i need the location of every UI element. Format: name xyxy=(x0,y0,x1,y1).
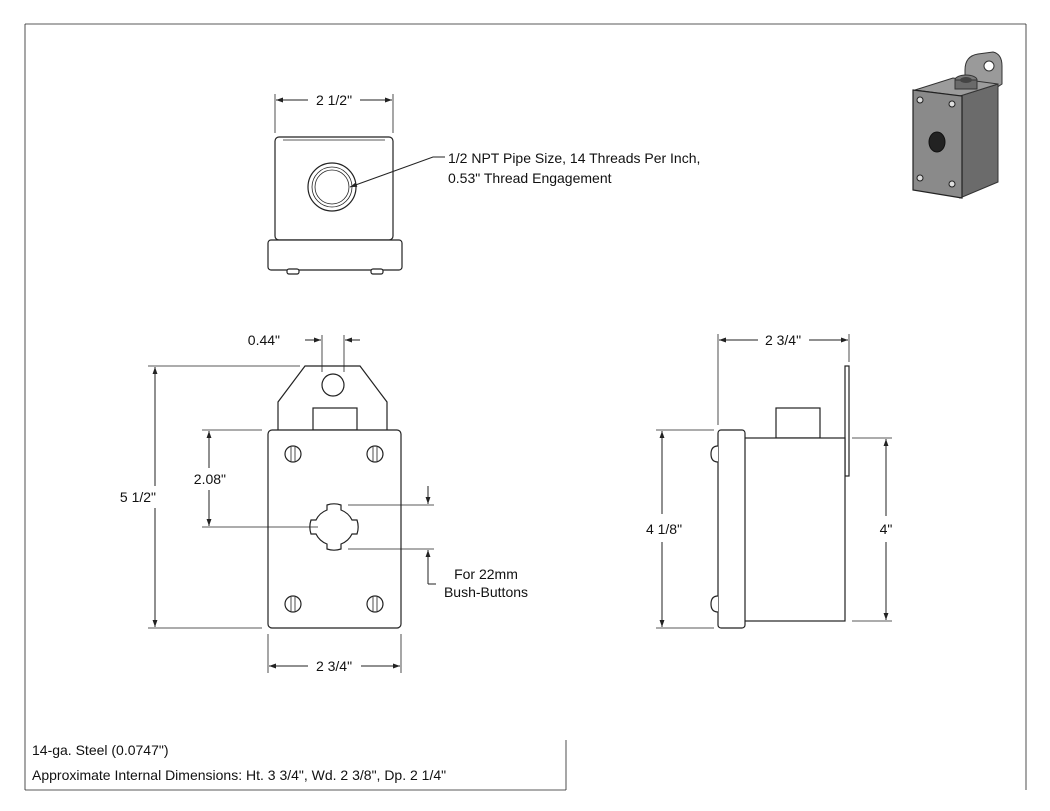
hole-note-line-2: Bush-Buttons xyxy=(444,584,528,600)
isometric-thumbnail xyxy=(912,51,1003,199)
internal-dims-note: Approximate Internal Dimensions: Ht. 3 3… xyxy=(32,767,447,783)
npt-callout-line-2: 0.53" Thread Engagement xyxy=(448,170,612,186)
notes-block: 14-ga. Steel (0.0747") Approximate Inter… xyxy=(32,738,446,788)
screw-top-right xyxy=(366,445,384,463)
front-width-label: 2 3/4" xyxy=(316,658,352,674)
side-body xyxy=(743,437,846,622)
side-back-height-label: 4" xyxy=(880,521,893,537)
screw-bottom-right xyxy=(366,595,384,613)
material-note: 14-ga. Steel (0.0747") xyxy=(32,742,169,758)
side-height-label: 4 1/8" xyxy=(646,521,682,537)
screw-bottom-left xyxy=(284,595,302,613)
top-width-label: 2 1/2" xyxy=(316,92,352,108)
top-view: 2 1/2" 1/2 NPT Pipe Size, 14 Threads Per… xyxy=(267,92,700,275)
tab-hole-label: 0.44" xyxy=(248,332,280,348)
hole-note-line-1: For 22mm xyxy=(454,566,518,582)
screw-top-left xyxy=(284,445,302,463)
hole-offset-label: 2.08" xyxy=(194,471,226,487)
pushbutton-hole xyxy=(309,503,359,551)
mounting-hole xyxy=(321,373,345,397)
side-depth-label: 2 3/4" xyxy=(765,332,801,348)
npt-callout-line-1: 1/2 NPT Pipe Size, 14 Threads Per Inch, xyxy=(448,150,700,166)
side-view: 2 3/4" 4 1/8" 4" xyxy=(646,332,893,629)
drawing-border xyxy=(24,23,1027,791)
front-view: 0.44" 5 1/2" 2.08" For 22mm Bush-Buttons… xyxy=(120,332,528,674)
overall-height-label: 5 1/2" xyxy=(120,489,156,505)
